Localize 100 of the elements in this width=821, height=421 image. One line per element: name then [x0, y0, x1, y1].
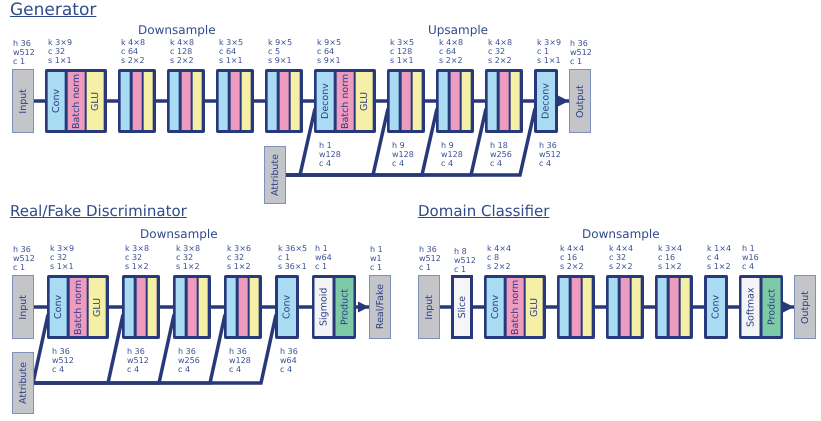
layer-bar: Conv [50, 278, 67, 336]
layer-spec-label: k 4×8 c 64 s 2×2 [439, 38, 464, 65]
layer-bar [450, 72, 460, 130]
connector-line [303, 99, 314, 103]
data-box [794, 275, 816, 339]
layer-bar: Conv [487, 278, 504, 336]
connector-line [523, 99, 534, 103]
layer-bar: Product [762, 278, 780, 336]
layer-bar [182, 72, 190, 130]
layer-bar [670, 278, 678, 336]
shape-label: h 36 w128 c 4 [229, 347, 251, 374]
box-label: Real/Fake [374, 284, 386, 330]
shape-label: h 36 w512 c 4 [539, 141, 561, 168]
arrow [356, 301, 369, 313]
layer-bar [136, 278, 146, 336]
arrow [558, 95, 569, 107]
layer-bar [488, 72, 497, 130]
layer-spec-label: k 9×5 c 5 s 9×1 [268, 38, 292, 65]
layer-bar [609, 278, 618, 336]
layer-bar: GLU [87, 72, 104, 130]
layer-bar: Batch norm [68, 72, 84, 130]
layer-bar [439, 72, 448, 130]
layer-bar [413, 72, 422, 130]
layer-bar [280, 72, 288, 130]
connector-line [595, 305, 606, 309]
box-label: Input [18, 88, 28, 114]
layer-spec-label: k 3×8 c 32 s 1×2 [176, 244, 200, 271]
layer-bar [291, 72, 300, 130]
layer-spec-label: k 1×4 c 4 s 1×2 [707, 244, 732, 271]
connector-line [473, 305, 484, 309]
shape-label: h 36 w512 c 4 [52, 347, 74, 374]
layer-spec-label: k 3×8 c 32 s 1×2 [125, 244, 150, 271]
box-label: Input [18, 294, 28, 320]
layer-bar: GLU [526, 278, 544, 336]
layer-spec-label: k 3×5 c 128 s 1×1 [390, 38, 414, 65]
layer-bar [176, 278, 185, 336]
layer-bar [144, 72, 154, 130]
layer-bar [620, 278, 630, 336]
connector-line [34, 99, 45, 103]
shape-label: h 36 w512 c 1 [570, 39, 592, 66]
box-label: Output [800, 290, 810, 324]
layer-spec-label: k 3×4 c 16 s 1×2 [658, 244, 682, 271]
connector-line [474, 99, 485, 103]
shape-label: h 1 w128 c 4 [319, 141, 341, 168]
connector-line [440, 305, 451, 309]
layer-spec-label: k 3×5 c 64 s 1×1 [219, 38, 244, 65]
layer-bar: Softmax [742, 278, 760, 336]
shape-label: h 8 w512 c 1 [454, 247, 476, 274]
shape-label: h 9 w128 c 4 [392, 141, 414, 168]
layer-bar [148, 278, 158, 336]
shape-label: h 36 w512 c 1 [13, 39, 35, 66]
layer-bar [230, 72, 240, 130]
layer-spec-label: k 36×5 c 1 s 36×1 [278, 244, 308, 271]
layer-bar: Conv [707, 278, 725, 336]
layer-spec-label: k 9×5 c 64 s 9×1 [317, 38, 342, 65]
layer-bar [462, 72, 472, 130]
layer-bar: Batch norm [506, 278, 524, 336]
layer-bar: GLU [89, 278, 106, 336]
layer-bar [658, 278, 667, 336]
connector-line [262, 305, 275, 309]
layer-bar: Conv [48, 72, 65, 130]
layer-bar [402, 72, 410, 130]
layer-bar [681, 278, 690, 336]
layer-spec-label: k 4×4 c 8 s 2×2 [487, 244, 512, 271]
connector-line [160, 305, 173, 309]
layer-spec-label: k 3×9 c 32 s 1×1 [50, 244, 74, 271]
box-label: Slice [456, 296, 468, 318]
layer-bar: Deconv [537, 72, 555, 130]
shape-label: h 36 w256 c 4 [178, 347, 200, 374]
shape-label: h 1 w1 c 1 [370, 245, 383, 272]
layer-bar: Conv [278, 278, 296, 336]
connector-line [693, 305, 704, 309]
layer-spec-label: k 4×8 c 128 s 2×2 [170, 38, 194, 65]
section-title: Real/Fake Discriminator [10, 202, 187, 220]
connector-line [376, 99, 387, 103]
connector-line [34, 305, 47, 309]
layer-spec-label: k 4×4 c 32 s 2×2 [609, 244, 634, 271]
section-title: Generator [10, 0, 96, 20]
connector-line [205, 99, 216, 103]
layer-spec-label: h 1 w64 c 1 [315, 244, 332, 271]
layer-bar [193, 72, 202, 130]
layer-bar: Batch norm [70, 278, 86, 336]
layer-bar [390, 72, 399, 130]
layer-bar [268, 72, 277, 130]
shape-label: h 18 w256 c 4 [490, 141, 512, 168]
layer-bar [125, 278, 134, 336]
layer-spec-label: k 4×8 c 64 s 2×2 [121, 38, 146, 65]
box-label: Attribute [270, 154, 280, 196]
arrow [782, 301, 794, 313]
connector-line [728, 305, 739, 309]
shape-label: h 36 w512 c 1 [419, 245, 441, 272]
stage-label: Upsample [428, 23, 488, 37]
layer-spec-label: h 1 w16 c 4 [742, 244, 759, 271]
layer-spec-label: k 4×4 c 16 s 2×2 [560, 244, 584, 271]
layer-bar [583, 278, 592, 336]
layer-bar [242, 72, 252, 130]
layer-bar [572, 278, 580, 336]
connector-line [254, 99, 265, 103]
layer-bar [219, 72, 228, 130]
connector-line [109, 305, 122, 309]
